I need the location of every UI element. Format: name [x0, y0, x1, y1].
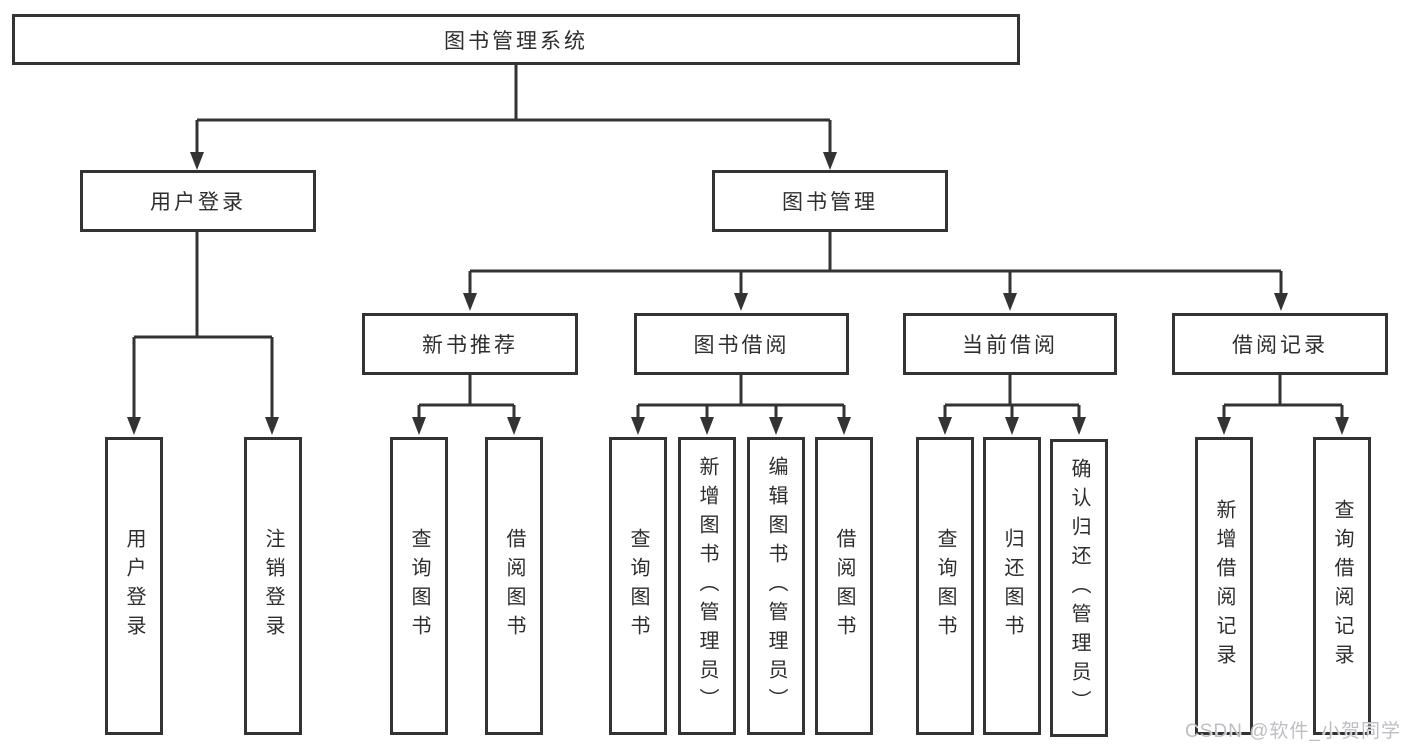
node-label: 确认归还（管理员） — [1068, 457, 1090, 719]
node-user-login: 用户登录 — [80, 170, 316, 232]
leaf-query-books-borrow: 查询图书 — [609, 437, 667, 735]
node-current-borrow: 当前借阅 — [903, 313, 1117, 375]
csdn-watermark: CSDN @软件_小贺同学 — [1185, 721, 1401, 742]
node-label: 编辑图书（管理员） — [765, 455, 787, 717]
node-label: 图书管理 — [782, 191, 878, 214]
leaf-query-borrow-record: 查询借阅记录 — [1313, 437, 1371, 735]
node-label: 借阅图书 — [833, 528, 855, 644]
leaf-return-book: 归还图书 — [983, 437, 1041, 735]
arrowhead-icons — [127, 152, 1349, 435]
node-root-library-management-system: 图书管理系统 — [12, 14, 1020, 65]
leaf-query-books-current: 查询图书 — [916, 437, 974, 735]
leaf-confirm-return-admin: 确认归还（管理员） — [1050, 439, 1108, 737]
node-new-book-recommend: 新书推荐 — [362, 313, 578, 375]
node-label: 图书管理系统 — [444, 29, 588, 53]
leaf-add-book-admin: 新增图书（管理员） — [678, 437, 736, 735]
node-borrow-record: 借阅记录 — [1172, 313, 1388, 375]
node-label: 查询图书 — [408, 528, 430, 644]
leaf-query-books-recommend: 查询图书 — [390, 437, 448, 735]
node-label: 用户登录 — [150, 191, 246, 214]
node-label: 新增借阅记录 — [1213, 499, 1235, 673]
node-label: 当前借阅 — [962, 334, 1058, 357]
node-label: 借阅图书 — [503, 528, 525, 644]
node-label: 注销登录 — [262, 528, 284, 644]
node-label: 归还图书 — [1001, 528, 1023, 644]
leaf-edit-book-admin: 编辑图书（管理员） — [747, 437, 805, 735]
node-label: 查询借阅记录 — [1331, 499, 1353, 673]
node-label: 查询图书 — [627, 528, 649, 644]
node-book-management: 图书管理 — [712, 170, 948, 232]
node-book-borrow: 图书借阅 — [634, 313, 849, 375]
node-label: 借阅记录 — [1232, 334, 1328, 357]
node-label: 新增图书（管理员） — [696, 455, 718, 717]
leaf-user-login: 用户登录 — [105, 437, 163, 735]
leaf-logout: 注销登录 — [244, 437, 302, 735]
node-label: 用户登录 — [123, 528, 145, 644]
leaf-borrow-books-recommend: 借阅图书 — [485, 437, 543, 735]
node-label: 新书推荐 — [422, 334, 518, 357]
leaf-borrow-books: 借阅图书 — [815, 437, 873, 735]
leaf-add-borrow-record: 新增借阅记录 — [1195, 437, 1253, 735]
node-label: 查询图书 — [934, 528, 956, 644]
node-label: 图书借阅 — [693, 334, 790, 357]
